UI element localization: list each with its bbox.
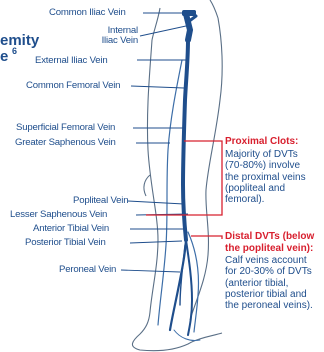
- saphenous-veins: [158, 60, 200, 341]
- label-lesser-saphenous: Lesser Saphenous Vein: [10, 209, 107, 220]
- label-internal-iliac-2: Iliac Vein: [86, 35, 138, 46]
- proximal-line: the proximal veins: [225, 172, 306, 183]
- label-popliteal: Popliteal Vein: [73, 195, 128, 206]
- distal-heading-line: the popliteal vein):: [225, 243, 314, 255]
- proximal-line: femoral).: [225, 194, 306, 205]
- proximal-heading: Proximal Clots:: [225, 136, 298, 148]
- label-posterior-tibial: Posterior Tibial Vein: [25, 237, 106, 248]
- proximal-line: (popliteal and: [225, 183, 306, 194]
- label-common-iliac: Common Iliac Vein: [49, 7, 126, 18]
- proximal-line: (70-80%) involve: [225, 160, 306, 171]
- distal-heading-line: Distal DVTs (below: [225, 231, 314, 243]
- label-superficial-femoral: Superficial Femoral Vein: [16, 122, 115, 133]
- label-external-iliac: External Iliac Vein: [35, 55, 107, 66]
- distal-line: (anterior tibial,: [225, 278, 313, 289]
- distal-line: posterior tibial and: [225, 289, 313, 300]
- distal-line: Calf veins account: [225, 255, 313, 266]
- leader-lines: [121, 13, 188, 272]
- distal-heading: Distal DVTs (below the popliteal vein):: [225, 231, 314, 254]
- label-greater-saphenous: Greater Saphenous Vein: [15, 137, 116, 148]
- title-fragment: emity: [0, 33, 39, 49]
- label-anterior-tibial: Anterior Tibial Vein: [33, 223, 109, 234]
- proximal-line: Majority of DVTs: [225, 149, 306, 160]
- label-peroneal: Peroneal Vein: [59, 264, 116, 275]
- distal-line: the peroneal veins).: [225, 300, 313, 311]
- title-fragment-2: e: [0, 49, 8, 65]
- distal-body: Calf veins account for 20-30% of DVTs (a…: [225, 255, 313, 311]
- label-common-femoral: Common Femoral Vein: [26, 80, 120, 91]
- proximal-body: Majority of DVTs (70-80%) involve the pr…: [225, 149, 306, 205]
- deep-veins: [170, 40, 192, 335]
- distal-line: for 20-30% of DVTs: [225, 266, 313, 277]
- iliac-veins: [182, 10, 196, 40]
- title-superscript: 6: [12, 46, 17, 56]
